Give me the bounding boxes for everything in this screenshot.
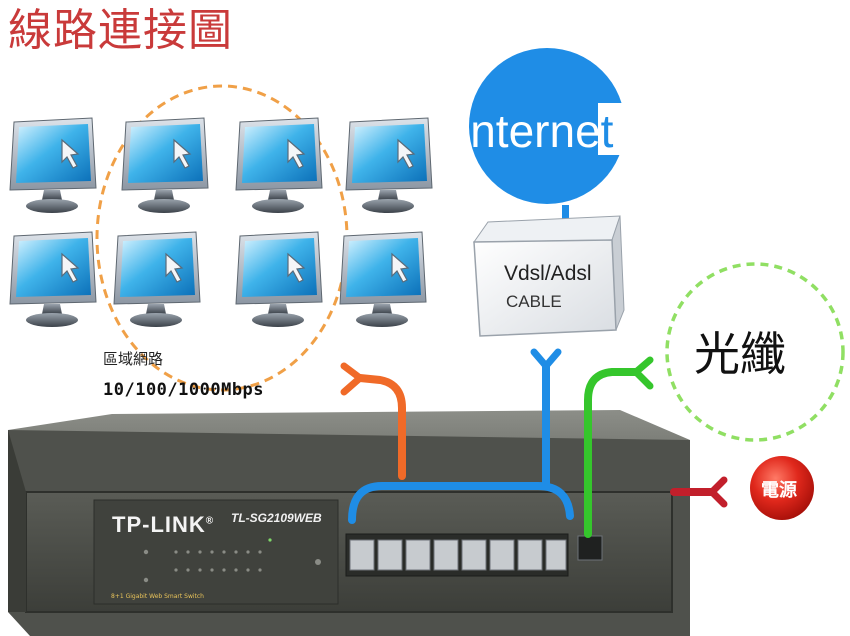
internet-label-main: interne	[460, 105, 601, 157]
cable-plug-icon	[632, 356, 654, 390]
ethernet-ports	[345, 533, 603, 577]
sfp-port	[577, 535, 603, 561]
internet-link-cable	[562, 205, 569, 223]
fiber-ring	[665, 262, 845, 442]
lan-speed-label: 10/100/1000Mbps	[103, 380, 265, 400]
modem-type-label: Vdsl/Adsl	[504, 262, 592, 285]
switch-brand: TP-LINK®	[112, 512, 214, 538]
modem-cable-label: CABLE	[506, 292, 562, 311]
internet-label-end: t	[600, 105, 614, 157]
network-switch	[8, 410, 690, 636]
lan-computers	[9, 117, 433, 328]
power-button-icon	[750, 456, 814, 520]
monitor-icon	[113, 231, 201, 328]
switch-model: TL-SG2109WEB	[231, 511, 322, 525]
cable-plug-icon	[530, 348, 562, 370]
monitor-icon	[121, 117, 209, 214]
cable-plug-icon	[708, 476, 728, 508]
switch-brand-text: TP-LINK	[112, 512, 206, 537]
monitor-icon	[9, 231, 97, 328]
cable-plug-icon	[340, 362, 364, 396]
modem-icon	[473, 215, 625, 337]
lan-label: 區域網路	[103, 350, 164, 368]
switch-tagline: 8+1 Gigabit Web Smart Switch	[111, 593, 204, 600]
monitor-icon	[339, 231, 427, 328]
fiber-label: 光纖	[694, 327, 786, 381]
internet-cable	[348, 362, 574, 524]
monitor-icon	[345, 117, 433, 214]
lan-cable	[356, 374, 406, 480]
fiber-cable	[584, 368, 640, 538]
internet-label: internet	[460, 104, 613, 158]
diagram-title: 線路連接圖	[8, 5, 233, 56]
internet-cloud	[469, 48, 625, 204]
switch-brand-mark: ®	[205, 515, 215, 527]
monitor-icon	[235, 231, 323, 328]
monitor-icon	[235, 117, 323, 214]
monitor-icon	[9, 117, 97, 214]
power-label: 電源	[761, 480, 797, 501]
